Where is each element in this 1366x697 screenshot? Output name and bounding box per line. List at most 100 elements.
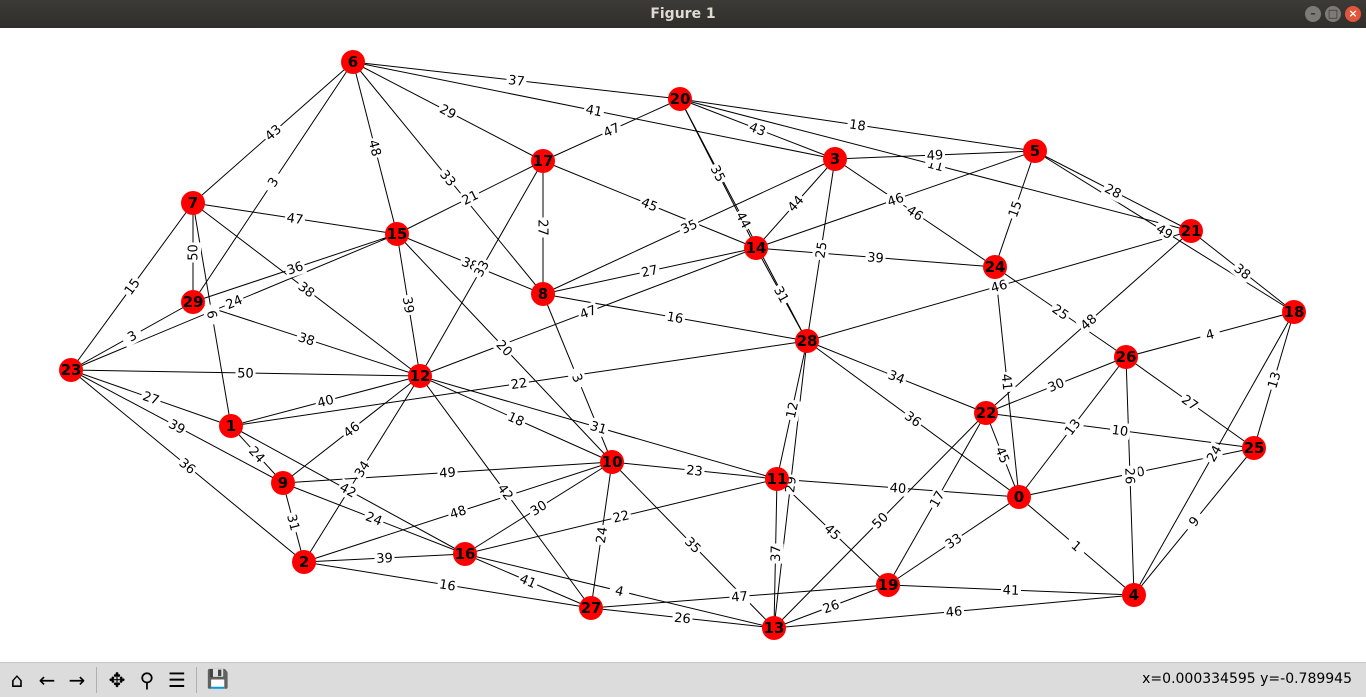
edge-weight-text: 46 [886,191,907,211]
edge-weight-label: 35 [706,160,730,187]
toolbar-separator [96,667,97,693]
node-label: 16 [455,545,476,563]
edge-weight-label: 13 [1060,414,1085,440]
edge-weight-label: 26 [671,608,694,628]
graph-node: 24 [983,255,1007,279]
edge-weight-label: 31 [283,510,304,535]
edge-weight-label: 42 [335,478,361,502]
edge-weight-text: 30 [1046,376,1067,396]
graph-node: 4 [1122,583,1146,607]
node-label: 6 [348,53,358,71]
edge-weight-text: 24 [224,293,245,313]
edge-weight-label: 37 [767,543,784,564]
close-button[interactable]: × [1345,6,1361,22]
forward-icon[interactable]: → [68,668,86,692]
back-icon[interactable]: ← [38,668,56,692]
edge-weight-label: 26 [818,595,844,618]
graph-node: 9 [271,471,295,495]
edge-weight-text: 24 [1204,443,1225,465]
edge-weight-text: 12 [784,401,802,420]
edge-weight-text: 37 [507,73,525,90]
node-label: 8 [538,285,548,303]
edge-weight-label: 12 [782,398,802,422]
nodes-layer: 0123456789101112131415161718192021222324… [59,50,1306,640]
minimize-button[interactable]: – [1305,6,1321,22]
home-icon[interactable]: ⌂ [10,668,24,692]
edge-weight-label: 41 [582,100,606,120]
edge-weight-text: 47 [578,303,599,323]
node-label: 20 [670,90,691,108]
edge-weight-text: 41 [998,373,1015,391]
edge-weight-label: 38 [294,328,319,350]
edge-weight-text: 27 [1178,392,1200,414]
graph-node: 21 [1179,219,1203,243]
edge-weight-text: 22 [510,376,529,393]
edge-weight-text: 41 [1002,583,1019,599]
toolbar-separator [196,667,197,693]
edge-weight-text: 50 [237,366,254,381]
edge-weight-label: 35 [676,215,702,238]
edge-weight-label: 3 [566,365,589,391]
edge-weight-label: 3 [260,169,286,195]
pan-icon[interactable]: ✥ [108,668,126,692]
node-label: 27 [581,599,602,617]
edge-weight-label: 10 [1109,421,1131,440]
node-label: 7 [188,194,198,212]
graph-node: 6 [341,50,365,74]
edge-weight-label: 1 [1063,533,1090,559]
node-label: 23 [61,361,82,379]
edge-weight-label: 49 [924,146,946,164]
edge-weight-label: 25 [1047,299,1074,325]
graph-node: 0 [1007,485,1031,509]
edge-weight-label: 47 [575,300,601,324]
edge-weight-label: 46 [338,417,365,442]
edge-weight-label: 24 [1202,440,1226,467]
edge-weight-text: 23 [685,463,703,480]
edge-weight-text: 13 [1265,370,1284,390]
edge-weight-text: 47 [731,589,749,605]
node-label: 14 [746,239,767,257]
coordinate-readout: x=0.000334595 y=-0.789945 [1142,671,1352,687]
edge-weight-text: 35 [707,163,728,185]
edge-weight-label: 27 [138,387,164,409]
graph-node: 13 [762,616,786,640]
edge-weight-label: 39 [864,248,887,267]
edge-weight-label: 22 [609,506,633,527]
edge-weight-text: 18 [505,410,526,430]
edge-weight-label: 9 [1181,508,1207,535]
edge-weight-text: 47 [286,211,305,228]
edge-weight-label: 33 [469,255,494,282]
edge-weight-label: 39 [399,293,418,317]
edge-weight-label: 46 [987,275,1011,296]
edge-weight-label: 40 [313,390,338,411]
edge-weight-label: 46 [883,188,908,211]
edge-weight-text: 50 [870,510,892,532]
edge-weight-label: 3 [119,324,145,348]
maximize-button[interactable]: □ [1325,6,1341,22]
edge-weight-text: 49 [439,465,456,481]
edge-weight-label: 34 [884,365,909,389]
edge-weight-text: 22 [611,508,631,526]
edge-weight-text: 6 [203,309,219,320]
edge-weight-text: 43 [747,120,768,140]
save-icon[interactable]: 💾 [206,669,230,690]
edge-weight-text: 31 [588,419,608,438]
subplots-icon[interactable]: ☰ [168,668,186,692]
edge-weight-text: 24 [245,444,267,466]
edge-weight-text: 44 [732,210,753,232]
zoom-icon[interactable]: ⚲ [139,668,155,692]
edge-weight-label: 4 [1198,324,1222,345]
edge-weight-label: 29 [435,99,461,124]
node-label: 21 [1181,222,1202,240]
edge-weight-text: 17 [927,489,948,511]
edge-weight-text: 26 [673,611,691,628]
edge-weight-label: 15 [119,273,145,300]
edge-weight-text: 25 [1049,302,1071,324]
edge-weight-text: 16 [438,577,457,594]
node-label: 22 [976,404,997,422]
edge-weight-label: 41 [1000,581,1022,599]
edge-weight-label: 47 [599,118,624,142]
edge-weight-text: 4 [1204,327,1216,344]
